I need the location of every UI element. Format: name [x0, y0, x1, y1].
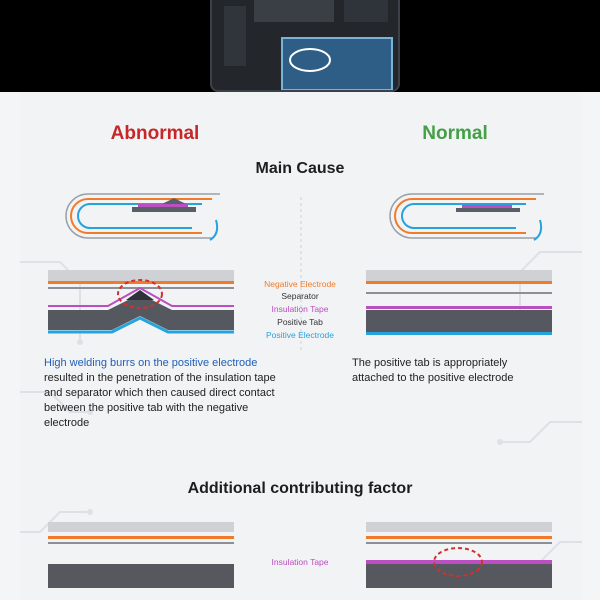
- abnormal-description-highlight: High welding burrs on the positive elect…: [44, 357, 257, 369]
- abnormal-description-rest: resulted in the penetration of the insul…: [44, 372, 276, 429]
- phone-photo-strip: [0, 0, 600, 92]
- label-positive-tab: Positive Tab: [240, 316, 360, 328]
- label-separator: Separator: [240, 290, 360, 302]
- abnormal-heading: Abnormal: [60, 123, 250, 145]
- label-insulation-tape-additional: Insulation Tape: [240, 556, 360, 568]
- normal-coil-diagram: [386, 190, 548, 244]
- additional-abnormal-layer-diagram: [48, 522, 234, 590]
- normal-layer-diagram: [366, 270, 552, 338]
- abnormal-coil-diagram: [62, 190, 224, 244]
- label-positive-electrode: Positive Electrode: [240, 329, 360, 341]
- abnormal-description: High welding burrs on the positive elect…: [44, 356, 284, 431]
- additional-factor-title: Additional contributing factor: [0, 480, 600, 498]
- label-negative-electrode: Negative Electrode: [240, 278, 360, 290]
- additional-normal-layer-diagram: [366, 522, 552, 590]
- label-insulation-tape: Insulation Tape: [240, 303, 360, 315]
- abnormal-layer-diagram: [48, 270, 234, 338]
- main-cause-title: Main Cause: [0, 160, 600, 178]
- normal-description: The positive tab is appropriately attach…: [352, 356, 552, 386]
- normal-heading: Normal: [360, 123, 550, 145]
- phone-internals-image: [210, 0, 400, 92]
